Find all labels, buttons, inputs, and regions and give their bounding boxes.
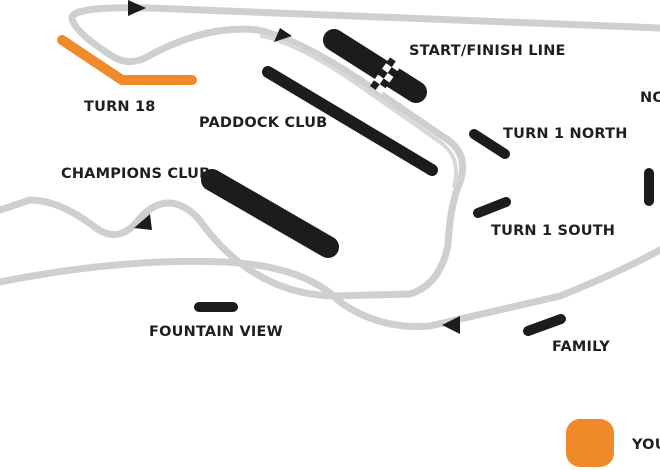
direction-arrow-icon — [134, 214, 152, 230]
direction-arrows — [128, 0, 460, 334]
label-partial-right: NO — [640, 90, 660, 106]
label-champions-club: CHAMPIONS CLUB — [61, 166, 210, 182]
orange-circle-marker-icon — [566, 419, 614, 467]
grandstand-family[interactable] — [523, 314, 566, 336]
checkered-flag-icon — [370, 57, 402, 95]
track-back-section — [0, 246, 660, 330]
label-family: FAMILY — [552, 339, 610, 355]
track-pit-lane — [260, 34, 459, 188]
legend-label: YOU — [631, 437, 660, 453]
direction-arrow-icon — [274, 28, 292, 42]
legend: YOU — [566, 419, 660, 467]
direction-arrow-icon — [442, 316, 460, 334]
track-main-straight — [0, 4, 660, 300]
label-fountain-view: FOUNTAIN VIEW — [149, 324, 283, 340]
label-turn-1-north: TURN 1 NORTH — [503, 126, 628, 142]
label-turn-1-south: TURN 1 SOUTH — [491, 223, 615, 239]
direction-arrow-icon — [128, 0, 146, 16]
label-start-finish: START/FINISH LINE — [409, 43, 566, 59]
grandstand-start-finish[interactable] — [323, 29, 427, 103]
grandstand-champions-club[interactable] — [201, 169, 339, 258]
race-track — [0, 4, 660, 330]
label-paddock-club: PADDOCK CLUB — [199, 115, 327, 131]
grandstands — [194, 29, 654, 336]
grandstand-turn-1-south[interactable] — [473, 197, 511, 218]
grandstand-turn-1-north[interactable] — [469, 129, 510, 159]
map-labels: START/FINISH LINE TURN 18 PADDOCK CLUB T… — [61, 43, 660, 355]
grandstand-paddock-club[interactable] — [262, 66, 438, 176]
turn-18-highlight[interactable] — [57, 35, 197, 85]
label-turn-18: TURN 18 — [84, 99, 156, 115]
